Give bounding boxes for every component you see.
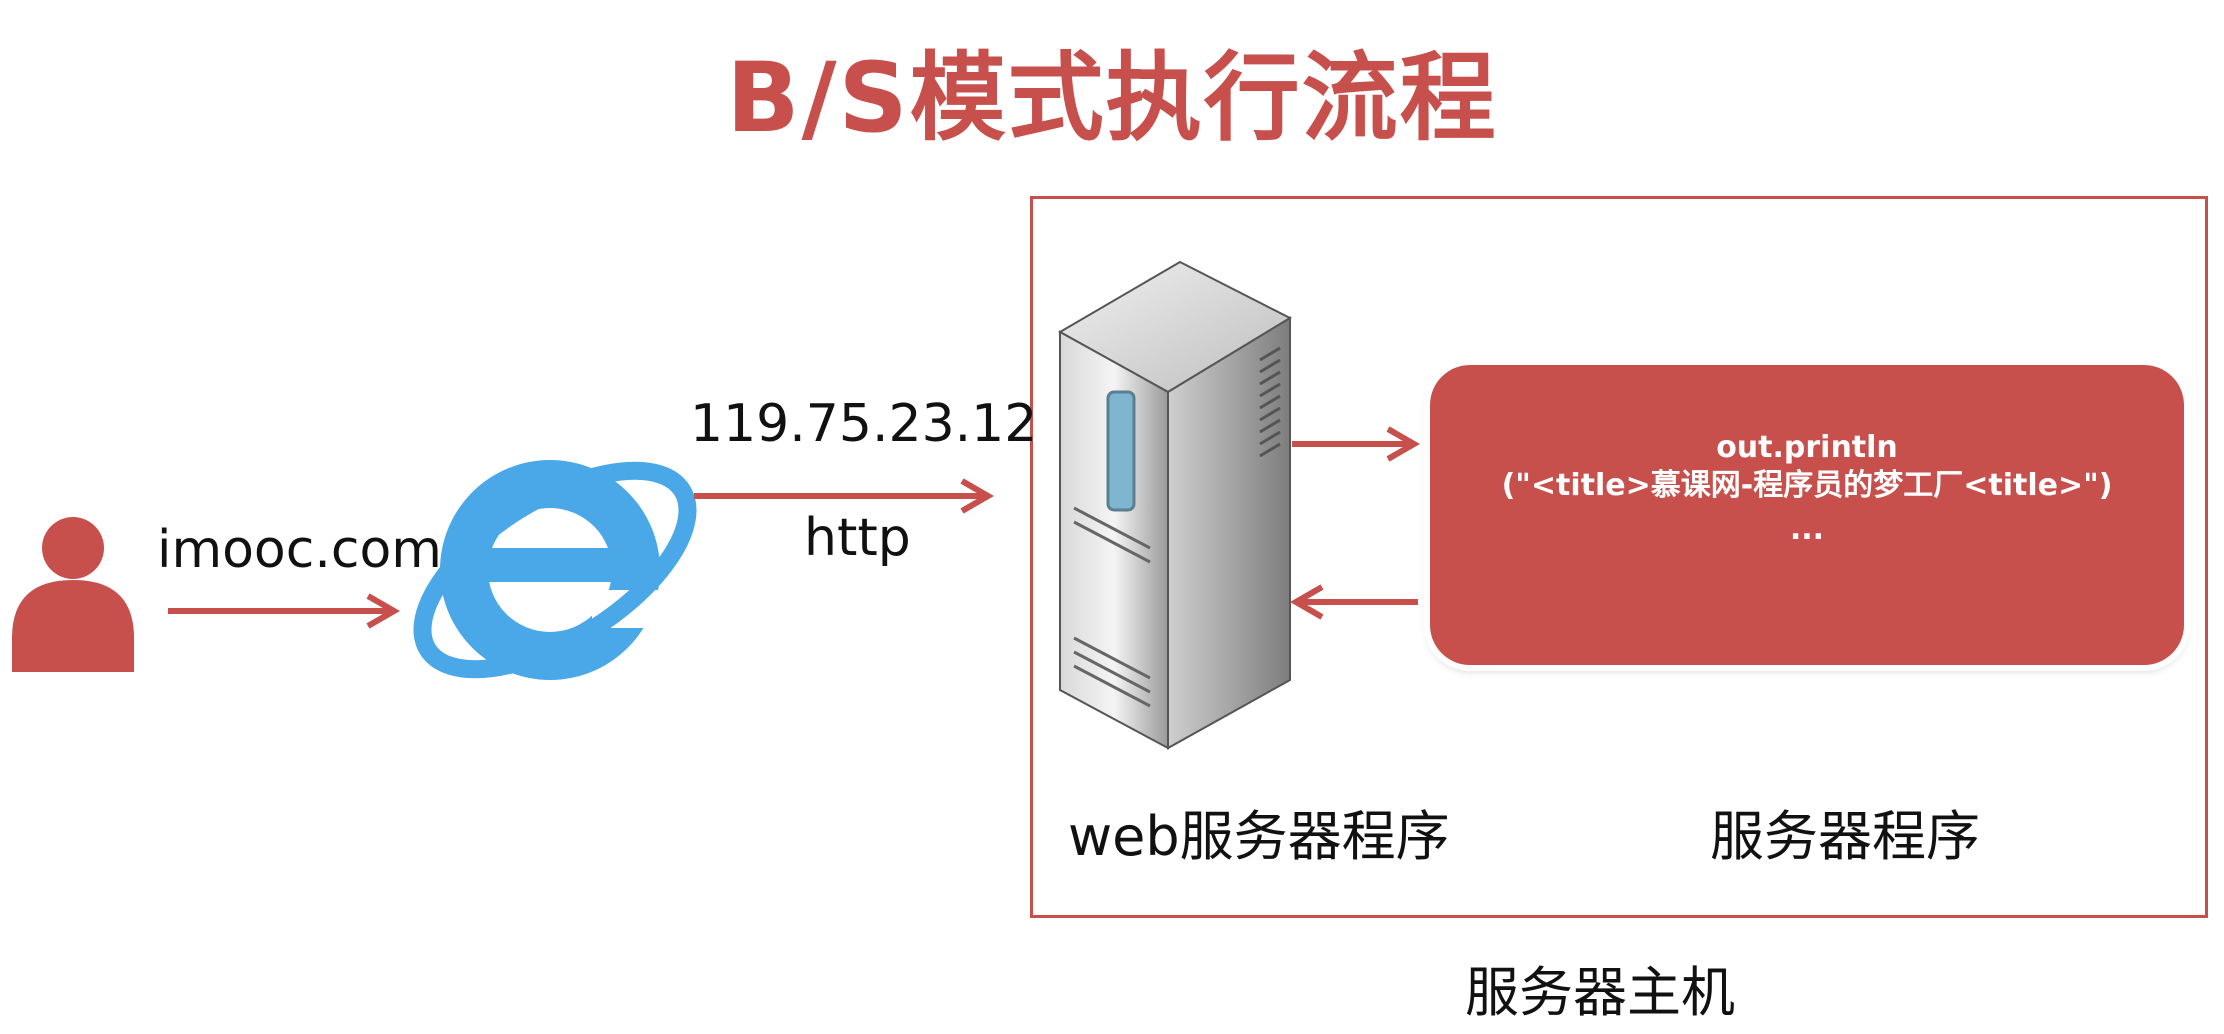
arrow-program-to-server	[1289, 584, 1418, 620]
label-server-host: 服务器主机	[1465, 961, 1735, 1024]
arrow-browser-to-server	[694, 478, 995, 514]
label-server-program: 服务器程序	[1710, 805, 1980, 868]
label-protocol: http	[804, 508, 911, 568]
page-title: B/S模式执行流程	[726, 42, 1498, 154]
server-host-box	[1030, 196, 2208, 918]
arrow-server-to-program	[1292, 426, 1421, 462]
server-tower-icon	[1057, 260, 1293, 750]
arrow-user-to-browser	[168, 593, 401, 629]
code-line-1: out.println	[1716, 430, 1898, 465]
server-program-box: out.println ("<title>慕课网-程序员的梦工厂<title>"…	[1430, 365, 2184, 665]
user-icon	[12, 517, 134, 672]
label-ip: 119.75.23.12	[690, 394, 1038, 454]
label-domain: imooc.com	[157, 520, 442, 580]
browser-e-icon	[413, 460, 697, 680]
label-web-server-program: web服务器程序	[1068, 805, 1450, 868]
code-line-3: ...	[1789, 512, 1825, 547]
code-line-2: ("<title>慕课网-程序员的梦工厂<title>")	[1501, 468, 2113, 503]
